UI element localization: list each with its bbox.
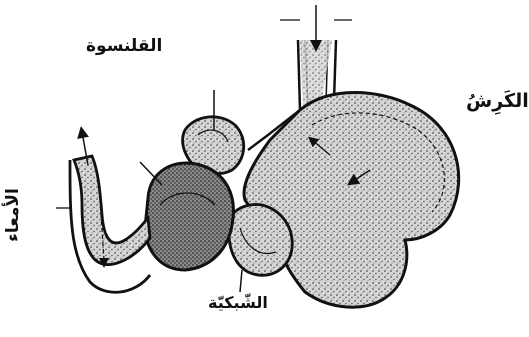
rumen	[244, 93, 459, 308]
label-amaa: الأمعاء	[3, 188, 23, 242]
intestine	[74, 156, 150, 265]
pointer-line-shabakiya	[240, 270, 242, 292]
label-qalansuwa: القلنسوة	[86, 36, 162, 56]
abomasum	[145, 163, 233, 270]
label-shabakiya: الشّبكيّة	[208, 293, 268, 312]
label-karsh: الكَرِشُ	[466, 90, 529, 112]
